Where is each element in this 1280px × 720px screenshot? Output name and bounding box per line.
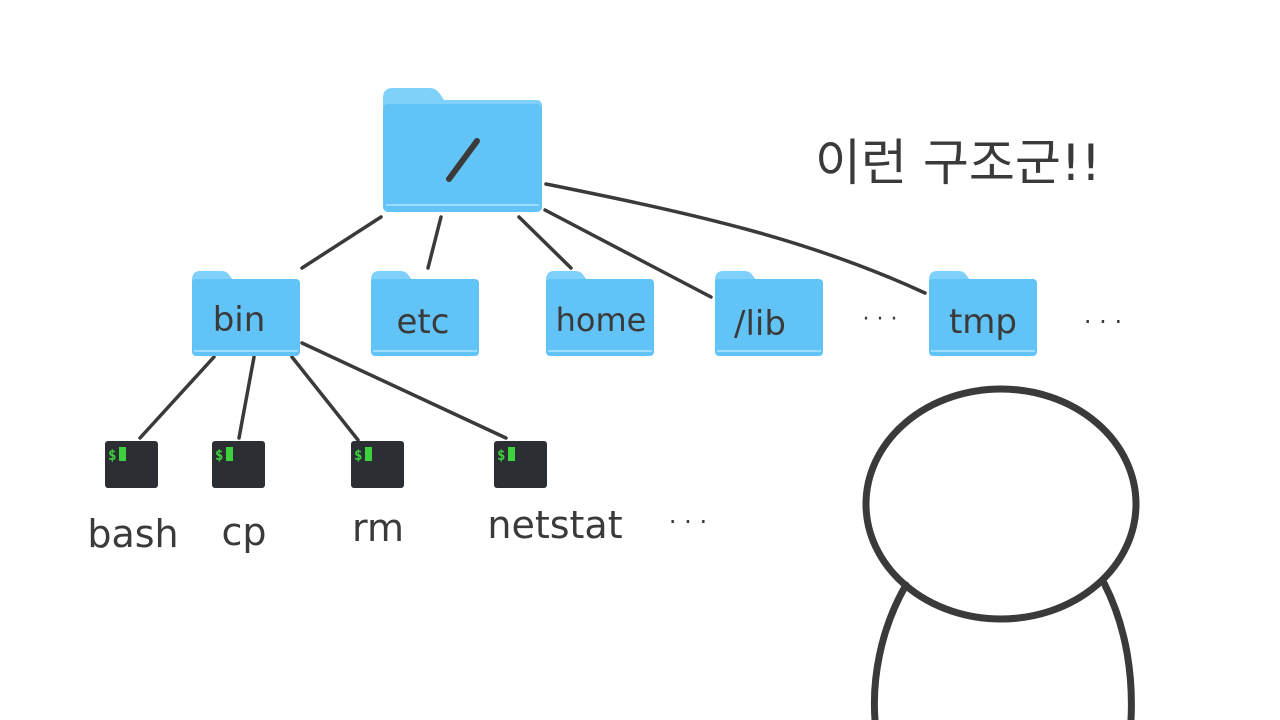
terminal-icon bbox=[105, 441, 158, 488]
folder-home[interactable]: home bbox=[546, 271, 654, 356]
folder-ellipsis-1: · · · bbox=[863, 307, 898, 332]
terminal-icon bbox=[351, 441, 404, 488]
terminal-icon bbox=[494, 441, 547, 488]
folder-etc[interactable]: etc bbox=[371, 271, 479, 356]
folder-label-lib: /lib bbox=[734, 304, 786, 344]
exec-label-netstat: netstat bbox=[487, 503, 622, 547]
exec-cp[interactable]: $ cp bbox=[212, 441, 267, 554]
terminal-icon bbox=[212, 441, 265, 488]
exec-bash[interactable]: $ bash bbox=[87, 441, 179, 556]
folder-label-etc: etc bbox=[397, 302, 450, 342]
exec-label-rm: rm bbox=[352, 506, 404, 550]
svg-text:$: $ bbox=[354, 448, 362, 464]
exec-rm[interactable]: $ rm bbox=[351, 441, 404, 550]
tree-connectors bbox=[138, 182, 927, 442]
folder-lib[interactable]: /lib bbox=[715, 271, 823, 356]
folder-label-bin: bin bbox=[213, 300, 266, 340]
folder-ellipsis-2: · · · bbox=[1084, 308, 1122, 336]
edge-root-bin bbox=[300, 215, 383, 270]
folder-label-tmp: tmp bbox=[949, 302, 1017, 342]
figure-body bbox=[870, 579, 1135, 720]
folder-bin[interactable]: bin bbox=[192, 271, 300, 356]
folder-tmp[interactable]: tmp bbox=[929, 271, 1037, 356]
edge-bin-netstat bbox=[300, 341, 508, 440]
exec-label-bash: bash bbox=[87, 512, 178, 556]
svg-text:$: $ bbox=[497, 448, 505, 464]
edge-bin-rm bbox=[290, 355, 360, 442]
exec-label-cp: cp bbox=[221, 510, 266, 554]
folder-label-home: home bbox=[556, 301, 647, 339]
edge-bin-cp bbox=[237, 355, 256, 440]
root-folder[interactable] bbox=[383, 88, 542, 212]
root-slash-mark bbox=[446, 138, 480, 182]
edge-root-lib bbox=[543, 208, 713, 299]
edge-root-etc bbox=[426, 215, 443, 270]
edge-root-home bbox=[517, 215, 573, 270]
svg-text:$: $ bbox=[215, 448, 223, 464]
exclamation-text: 이런 구조군!! bbox=[815, 134, 1101, 192]
edge-bin-bash bbox=[138, 355, 216, 440]
exec-ellipsis: · · · bbox=[669, 508, 707, 536]
figure-head bbox=[862, 385, 1140, 623]
stick-figure bbox=[862, 385, 1140, 720]
exec-netstat[interactable]: $ netstat bbox=[487, 441, 623, 547]
svg-text:$: $ bbox=[108, 448, 116, 464]
edge-root-tmp bbox=[544, 182, 927, 295]
